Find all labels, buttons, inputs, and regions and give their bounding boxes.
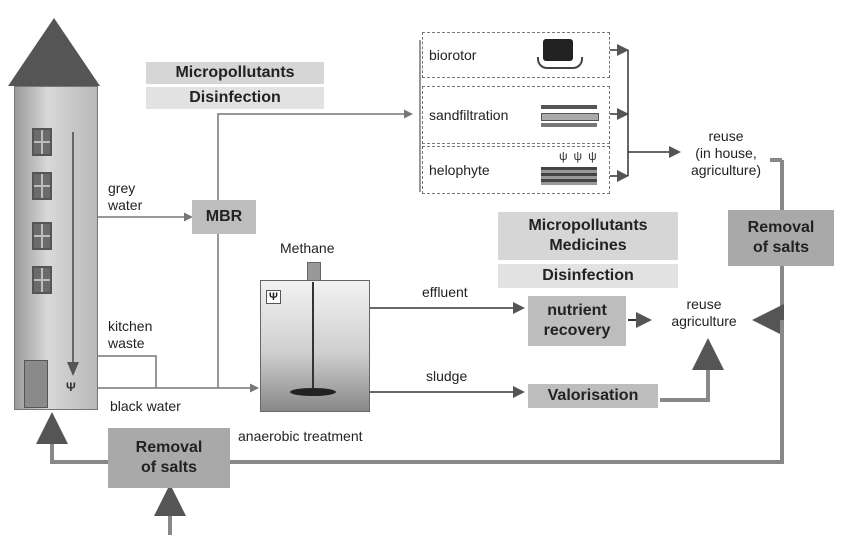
digester-sign: Ψ (266, 290, 281, 304)
building-sign: Ψ (66, 380, 76, 394)
micropollutants-medicines-box: Micropollutants Medicines (498, 212, 678, 260)
building-body (14, 86, 98, 410)
biorotor-icon (543, 39, 573, 61)
anaerobic-caption: anaerobic treatment (238, 428, 363, 444)
filter-sandfiltration: sandfiltration (422, 86, 610, 144)
helophyte-bed-icon (541, 167, 597, 185)
reuse-agriculture-label: reuse agriculture (671, 296, 737, 329)
biorotor-tray-icon (537, 57, 583, 69)
filter-label: helophyte (429, 162, 490, 178)
building-window (32, 128, 52, 156)
digester-impeller-icon (290, 388, 336, 396)
micropollutants-top-box: Micropollutants (146, 62, 324, 84)
building-door (24, 360, 48, 408)
filter-biorotor: biorotor (422, 32, 610, 78)
building-window (32, 172, 52, 200)
mbr-box: MBR (192, 200, 256, 234)
sandfilter-layer (541, 113, 599, 121)
nutrient-recovery-box: nutrient recovery (528, 296, 626, 346)
disinfection-top-box: Disinfection (146, 87, 324, 109)
filter-label: sandfiltration (429, 107, 509, 123)
removal-salts-left-box: Removal of salts (108, 428, 230, 488)
disinfection-mid-box: Disinfection (498, 264, 678, 288)
effluent-label: effluent (422, 284, 468, 300)
valorisation-box: Valorisation (528, 384, 658, 408)
sludge-label: sludge (426, 368, 468, 384)
filter-helophyte: helophyte ψψψ (422, 146, 610, 194)
building-downflow-line (72, 132, 74, 368)
filter-label: biorotor (429, 47, 477, 63)
methane-label: Methane (280, 240, 335, 256)
grey-water-label: grey water (108, 180, 143, 213)
removal-salts-right-box: Removal of salts (728, 210, 834, 266)
digester-shaft (312, 282, 314, 392)
building-window (32, 266, 52, 294)
black-water-label: black water (110, 398, 181, 414)
sandfilter-layer (541, 123, 597, 127)
reuse-top-label: reuse (in house, agriculture) (690, 128, 762, 178)
building-window (32, 222, 52, 250)
sandfilter-icon (541, 105, 597, 109)
methane-outlet (307, 262, 321, 282)
helophyte-plant-icon: ψψψ (559, 149, 603, 163)
kitchen-waste-label: kitchen waste (108, 318, 153, 351)
